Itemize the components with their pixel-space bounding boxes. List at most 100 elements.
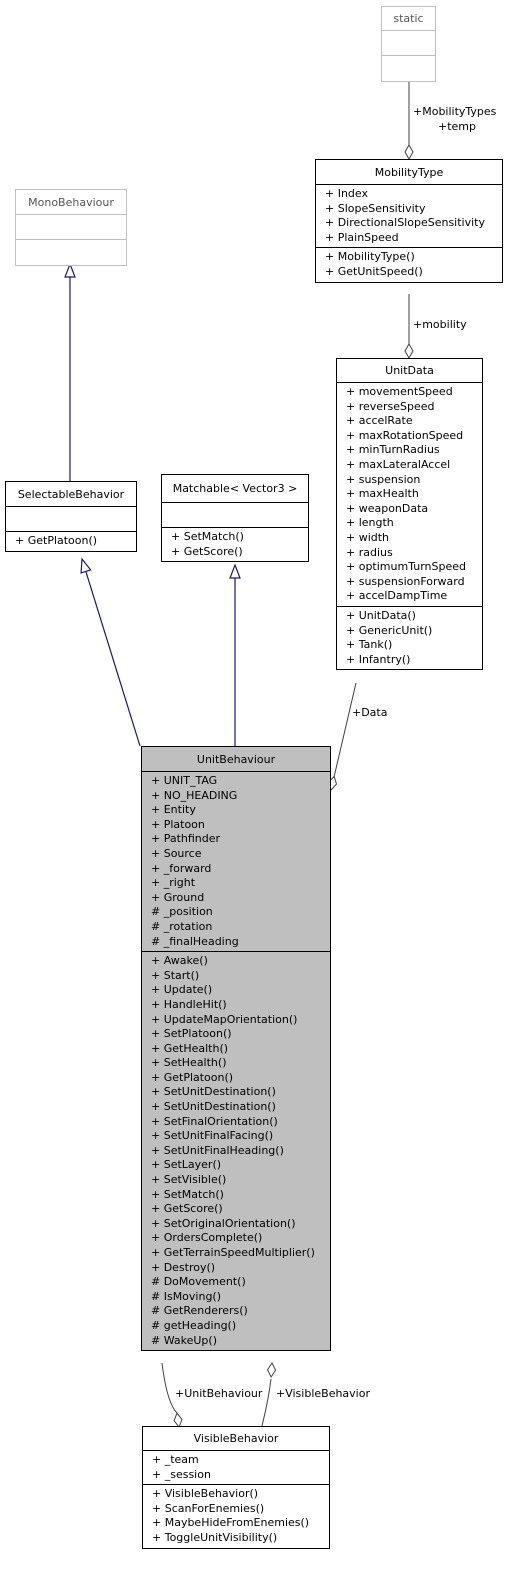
method: + Start() — [151, 968, 200, 982]
label-mobility-types: +MobilityTypes — [413, 105, 497, 118]
method: + VisibleBehavior() — [152, 1487, 259, 1501]
class-mobilitytype[interactable]: MobilityType+ Index+ SlopeSensitivity+ D… — [315, 159, 503, 283]
class-visiblebehavior[interactable]: VisibleBehavior+ _team+ _session+ Visibl… — [142, 1426, 330, 1549]
class-name: MonoBehaviour — [16, 190, 126, 215]
methods-section: + SetMatch()+ GetScore() — [162, 528, 308, 561]
attribute: + _forward — [151, 861, 212, 875]
class-name: SelectableBehavior — [6, 482, 136, 507]
inherit-selectable-mono-arrowhead — [64, 262, 76, 278]
inherit-unit-selectable-line — [85, 571, 141, 747]
attribute: + width — [346, 530, 390, 544]
class-name: UnitData — [337, 359, 482, 383]
method: # WakeUp() — [151, 1333, 217, 1347]
label-visible-behavior: +VisibleBehavior — [276, 1387, 370, 1400]
method: + Infantry() — [346, 652, 411, 666]
agg-static-mobilitytype-diamond — [404, 143, 414, 161]
class-name: MobilityType — [316, 160, 502, 185]
agg-mobilitytype-unitdata-diamond — [404, 342, 414, 360]
method: + SetMatch() — [171, 530, 244, 543]
class-unitbehaviour[interactable]: UnitBehaviour+ UNIT_TAG+ NO_HEADING+ Ent… — [141, 746, 331, 1352]
attribute: + movementSpeed — [346, 385, 453, 398]
method: + GetScore() — [171, 544, 243, 558]
attributes-section — [162, 503, 308, 528]
attribute: + suspension — [346, 472, 421, 486]
method: + Update() — [151, 983, 213, 997]
attribute: # _rotation — [151, 919, 213, 933]
method: + UnitData() — [346, 608, 416, 622]
method: + SetMatch() — [151, 1187, 224, 1201]
attributes-section: + _team+ _session — [143, 1451, 329, 1486]
attributes-section — [16, 215, 126, 240]
method: + GetUnitSpeed() — [325, 264, 423, 278]
method: + SetUnitDestination() — [151, 1100, 276, 1114]
attribute: + minTurnRadius — [346, 443, 440, 457]
method: + GetPlatoon() — [15, 534, 98, 547]
attribute: + UNIT_TAG — [151, 774, 218, 787]
attribute: + accelRate — [346, 414, 413, 428]
attribute: + _session — [152, 1467, 211, 1481]
attribute: # _position — [151, 905, 213, 919]
method: + SetHealth() — [151, 1056, 227, 1070]
method: + SetPlatoon() — [151, 1027, 232, 1041]
attribute: + Ground — [151, 890, 205, 904]
class-selectablebehavior[interactable]: SelectableBehavior + GetPlatoon() — [5, 481, 137, 552]
method: + MobilityType() — [325, 250, 415, 264]
methods-section — [16, 240, 126, 265]
method: + ScanForEnemies() — [152, 1501, 265, 1515]
inherit-unit-matchable-arrowhead — [229, 563, 241, 579]
class-static[interactable]: static — [381, 6, 436, 82]
method: + SetFinalOrientation() — [151, 1114, 278, 1128]
label-temp: +temp — [438, 120, 476, 133]
attribute: + _team — [152, 1453, 199, 1466]
attribute: + optimumTurnSpeed — [346, 560, 467, 574]
attributes-section: + UNIT_TAG+ NO_HEADING+ Entity+ Platoon+… — [142, 772, 330, 953]
label-mobility: +mobility — [413, 318, 467, 331]
attribute: + NO_HEADING — [151, 788, 238, 802]
method: + GenericUnit() — [346, 623, 433, 637]
attribute: + accelDampTime — [346, 589, 448, 603]
agg-visible-unitbehaviour-line — [261, 1378, 272, 1427]
attribute: + _right — [151, 876, 196, 890]
class-unitdata[interactable]: UnitData+ movementSpeed+ reverseSpeed+ a… — [336, 358, 483, 671]
attribute: # _finalHeading — [151, 934, 239, 948]
class-name: VisibleBehavior — [143, 1427, 329, 1451]
class-name: static — [382, 7, 435, 31]
attribute: + maxHealth — [346, 487, 419, 501]
methods-section: + Awake()+ Start()+ Update()+ HandleHit(… — [142, 952, 330, 1350]
attribute: + Platoon — [151, 817, 205, 831]
class-name: Matchable< Vector3 > — [162, 475, 308, 503]
methods-section — [382, 56, 435, 81]
attribute: + maxRotationSpeed — [346, 428, 464, 442]
method: + Awake() — [151, 954, 208, 968]
attribute: + Source — [151, 846, 202, 860]
method: + SetUnitDestination() — [151, 1085, 276, 1099]
attribute: + weaponData — [346, 501, 429, 515]
method: + SetUnitFinalFacing() — [151, 1129, 274, 1143]
method: # getHeading() — [151, 1318, 237, 1332]
attribute: + maxLateralAccel — [346, 457, 451, 471]
method: + UpdateMapOrientation() — [151, 1012, 298, 1026]
method: + ToggleUnitVisibility() — [152, 1530, 278, 1544]
class-matchable[interactable]: Matchable< Vector3 > + SetMatch()+ GetSco… — [161, 474, 309, 563]
method: + MaybeHideFromEnemies() — [152, 1516, 310, 1530]
attributes-section — [6, 507, 136, 532]
attribute: + length — [346, 516, 394, 530]
attribute: + Entity — [151, 803, 196, 817]
method: + GetHealth() — [151, 1041, 229, 1055]
attribute: + PlainSpeed — [325, 230, 399, 244]
attribute: + SlopeSensitivity — [325, 201, 426, 215]
attribute: + reverseSpeed — [346, 399, 435, 413]
label-data: +Data — [352, 706, 388, 719]
class-monobehaviour[interactable]: MonoBehaviour — [15, 189, 127, 266]
method: + SetVisible() — [151, 1173, 227, 1187]
methods-section: + UnitData()+ GenericUnit()+ Tank()+ Inf… — [337, 607, 482, 669]
method: # DoMovement() — [151, 1275, 246, 1289]
class-name: UnitBehaviour — [142, 747, 330, 772]
attribute: + Pathfinder — [151, 832, 221, 846]
attribute: + radius — [346, 545, 393, 559]
method: + GetPlatoon() — [151, 1070, 234, 1084]
label-unit-behaviour: +UnitBehaviour — [175, 1387, 263, 1400]
methods-section: + GetPlatoon() — [6, 532, 136, 551]
method: + SetOriginalOrientation() — [151, 1216, 296, 1230]
